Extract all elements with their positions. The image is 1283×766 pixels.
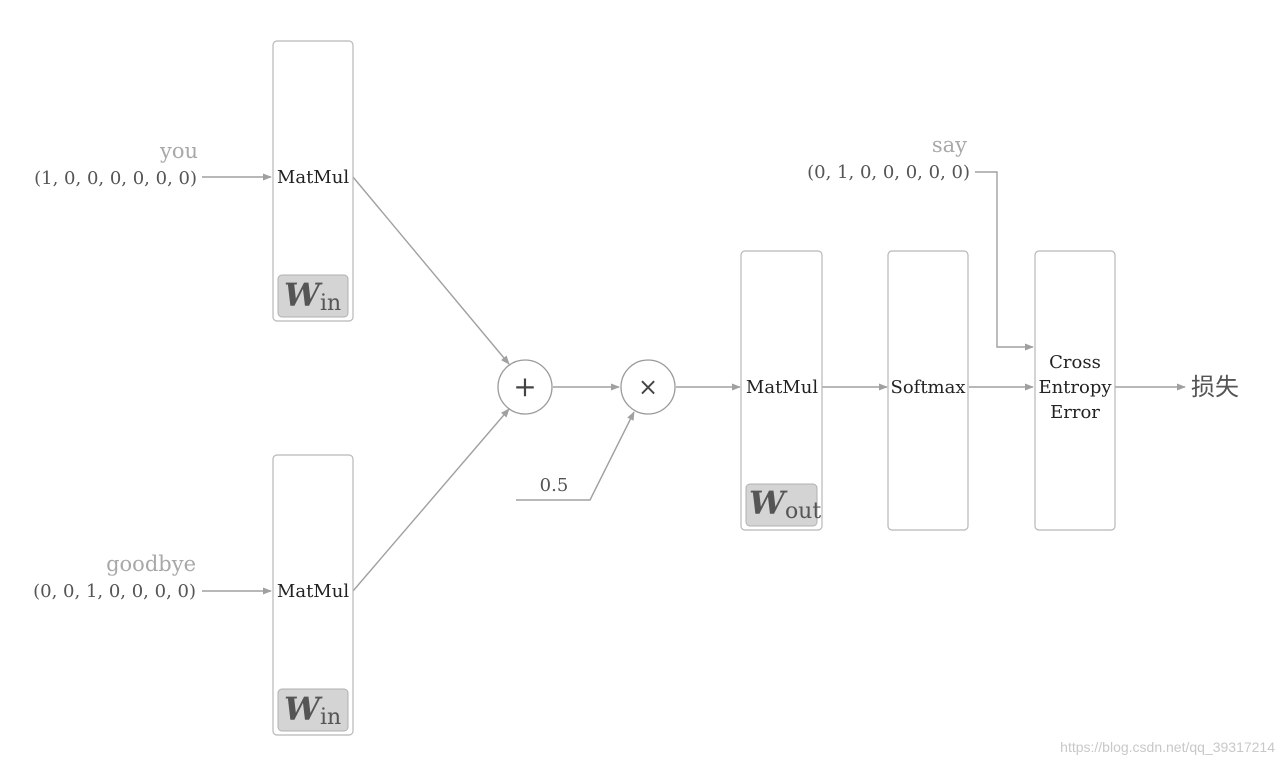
matmul-in-2-box	[272, 454, 354, 736]
add-circle	[497, 359, 553, 415]
input-say-vector: (0, 1, 0, 0, 0, 0, 0)	[807, 162, 970, 183]
edge-say-to-cross-entropy	[975, 171, 1034, 351]
multiply-circle	[620, 359, 676, 415]
input-you: you (1, 0, 0, 0, 0, 0, 0)	[34, 139, 198, 189]
matmul-out-label: MatMul	[746, 377, 818, 398]
input-say-word: say	[932, 133, 967, 157]
input-you-word: you	[159, 139, 198, 163]
watermark: https://blog.csdn.net/qq_39317214	[1060, 739, 1275, 755]
edge-matmul-in-2-to-add	[352, 408, 510, 592]
input-goodbye: goodbye (0, 0, 1, 0, 0, 0, 0)	[33, 552, 196, 602]
softmax-label: Softmax	[890, 377, 965, 398]
weight-in-2-label: Win	[284, 690, 341, 730]
weight-out-label: Wout	[749, 484, 821, 524]
edge-matmul-in-1-to-add	[352, 176, 510, 365]
matmul-in-2-node: MatMul Win	[272, 454, 354, 736]
weight-in-2-box	[277, 688, 349, 732]
loss-label: 损失	[1191, 373, 1239, 401]
cross-entropy-line3: Error	[1050, 402, 1100, 423]
add-node: +	[497, 359, 553, 415]
matmul-in-2-label: MatMul	[277, 581, 349, 602]
cross-entropy-line1: Cross	[1049, 352, 1101, 373]
add-symbol: +	[513, 370, 536, 403]
scale-value: 0.5	[540, 475, 569, 496]
edge-scale-to-multiply	[516, 411, 635, 501]
weight-in-1-box	[277, 274, 349, 318]
weight-out-box	[745, 483, 818, 527]
cross-entropy-line2: Entropy	[1038, 377, 1112, 398]
input-goodbye-word: goodbye	[106, 552, 196, 576]
input-goodbye-vector: (0, 0, 1, 0, 0, 0, 0)	[33, 581, 196, 602]
matmul-in-1-label: MatMul	[277, 167, 349, 188]
softmax-node: Softmax	[887, 250, 969, 531]
weight-in-1-label: Win	[284, 276, 341, 316]
multiply-symbol: ×	[638, 373, 658, 401]
multiply-node: ×	[620, 359, 676, 415]
input-you-vector: (1, 0, 0, 0, 0, 0, 0)	[34, 168, 197, 189]
matmul-out-box	[740, 250, 823, 531]
cross-entropy-node: Cross Entropy Error	[1034, 250, 1116, 531]
cross-entropy-box	[1034, 250, 1116, 531]
matmul-in-1-box	[272, 40, 354, 322]
matmul-in-1-node: MatMul Win	[272, 40, 354, 322]
input-say: say (0, 1, 0, 0, 0, 0, 0)	[807, 133, 970, 183]
softmax-box	[887, 250, 969, 531]
matmul-out-node: MatMul Wout	[740, 250, 823, 531]
